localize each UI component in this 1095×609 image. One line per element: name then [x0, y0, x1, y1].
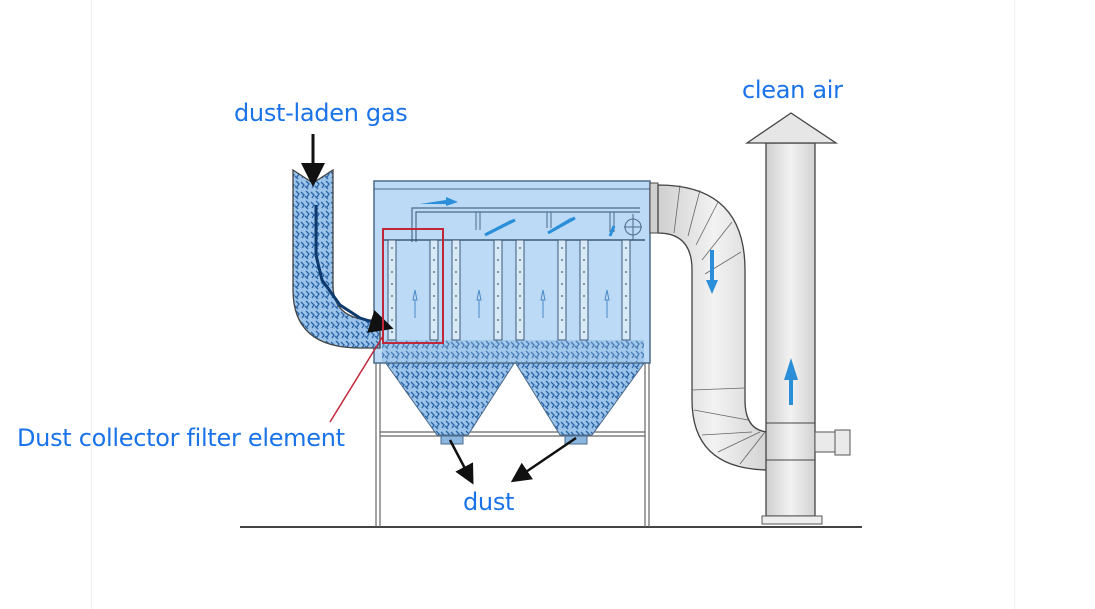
bag-flow-arrow [540, 289, 546, 318]
dust-hoppers [384, 361, 646, 445]
outlet-duct [649, 182, 771, 471]
dust-arrow-2 [510, 436, 577, 483]
filter-highlight-box [382, 228, 444, 344]
filter-element-label: Dust collector filter element [17, 424, 345, 452]
internal-flow-arrows [420, 197, 616, 237]
flow-arrow-diag-2 [547, 216, 576, 235]
filter-bag-4 [579, 239, 631, 341]
outlet-label: clean air [742, 76, 843, 104]
frame-left-border [91, 0, 92, 609]
frame-right-border [1014, 0, 1015, 609]
flow-arrow-top [420, 197, 458, 206]
flow-arrow-diag-3 [608, 225, 616, 237]
filter-bag-1 [387, 239, 439, 341]
dust-arrow-1 [448, 439, 474, 485]
support-frame [375, 360, 650, 527]
flow-arrow-diag-1 [484, 218, 516, 237]
exhaust-stack [744, 112, 851, 525]
collector-housing [373, 180, 651, 364]
hopper-1 [384, 361, 516, 436]
filter-bag-2 [451, 239, 503, 341]
filter-pointer-line [329, 335, 384, 423]
stack-cap [744, 112, 839, 144]
inlet-label: dust-laden gas [234, 99, 408, 127]
hopper-2 [514, 361, 646, 436]
hopper-2-outlet [564, 435, 588, 445]
inlet-duct [292, 134, 385, 349]
bag-flow-arrow [604, 289, 610, 318]
inlet-flow-arrow [314, 205, 385, 326]
dust-label: dust [463, 488, 515, 516]
outlet-flow-arrow-down [706, 250, 718, 294]
bag-flow-arrow [412, 289, 418, 318]
stack-base [761, 515, 823, 525]
bag-flow-arrow [476, 289, 482, 318]
fan-motor [814, 431, 836, 453]
filter-bags [387, 239, 631, 341]
stack-flow-arrow-up [784, 358, 798, 405]
filter-bag-3 [515, 239, 567, 341]
dust-discharge-arrows [448, 436, 577, 485]
